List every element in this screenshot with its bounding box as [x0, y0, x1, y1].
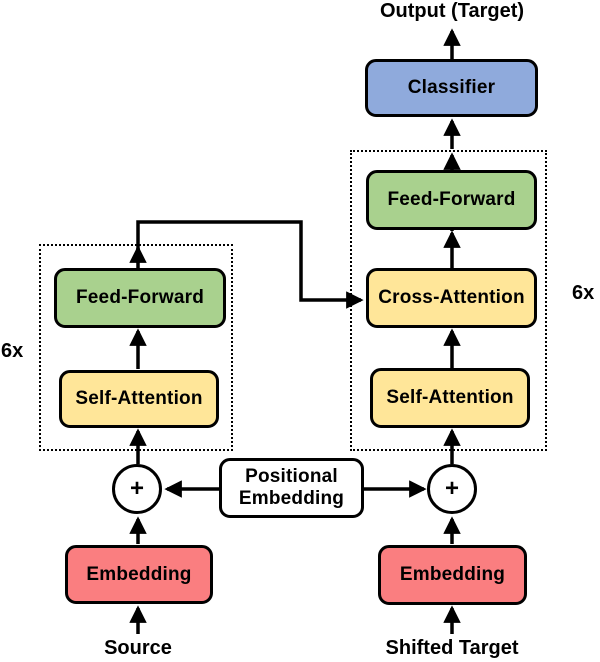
embedding-left-label: Embedding — [86, 563, 192, 585]
plus-circle-left: + — [112, 464, 162, 514]
positional-embedding-line2: Embedding — [238, 488, 345, 509]
feed-forward-encoder-label: Feed-Forward — [75, 287, 205, 309]
arrow-encoder-to-crossattention — [136, 220, 364, 309]
feed-forward-decoder-label: Feed-Forward — [387, 189, 516, 211]
feed-forward-encoder-box: Feed-Forward — [54, 268, 226, 328]
embedding-right-label: Embedding — [399, 564, 506, 586]
embedding-right-box: Embedding — [378, 545, 527, 605]
positional-embedding-line1: Positional — [245, 466, 338, 488]
source-label: Source — [104, 637, 172, 659]
output-target-label: Output (Target) — [379, 0, 525, 22]
plus-circle-right: + — [427, 464, 477, 514]
self-attention-decoder-label: Self-Attention — [386, 387, 514, 409]
decoder-repeat-label: 6x — [572, 282, 595, 304]
shifted-target-label: Shifted Target — [385, 637, 519, 659]
embedding-left-box: Embedding — [65, 545, 213, 604]
positional-embedding-box: Positional Embedding — [219, 458, 364, 518]
encoder-stack-border — [39, 244, 233, 451]
cross-attention-label: Cross-Attention — [378, 287, 525, 309]
cross-attention-box: Cross-Attention — [366, 268, 537, 328]
classifier-label: Classifier — [407, 77, 496, 99]
plus-sign-right: + — [444, 475, 459, 502]
classifier-box: Classifier — [365, 59, 538, 117]
encoder-repeat-label: 6x — [1, 340, 24, 362]
self-attention-encoder-box: Self-Attention — [59, 370, 219, 428]
self-attention-decoder-box: Self-Attention — [370, 368, 530, 428]
feed-forward-decoder-box: Feed-Forward — [366, 170, 537, 230]
self-attention-encoder-label: Self-Attention — [75, 388, 203, 410]
plus-sign-left: + — [129, 475, 144, 502]
